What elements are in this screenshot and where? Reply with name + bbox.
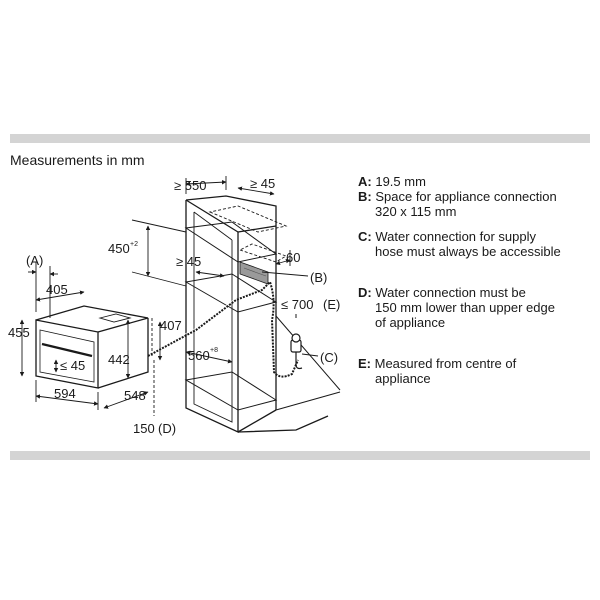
bottom-divider-band xyxy=(10,451,590,460)
legend-c: C: Water connection for supply hose must… xyxy=(358,229,561,259)
floor-lines xyxy=(275,314,341,411)
dimension-lines xyxy=(19,176,319,416)
label-b: (B) xyxy=(310,270,327,285)
label-e: (E) xyxy=(323,297,340,312)
dim-height-upper-sup: +2 xyxy=(130,241,138,248)
dim-hose-offset: 150 xyxy=(133,421,155,436)
top-divider-band xyxy=(10,134,590,143)
dim-height-niche: 442 xyxy=(108,352,130,367)
dim-depth-appliance: 548 xyxy=(124,388,146,403)
dim-niche-depth: 560 xyxy=(188,348,210,363)
connection-space xyxy=(239,261,269,285)
dim-rear-depth: 60 xyxy=(286,250,300,265)
diagram-title: Measurements in mm xyxy=(10,152,145,168)
label-d: (D) xyxy=(158,421,176,436)
dim-height-front: 455 xyxy=(8,325,30,340)
label-c: (C) xyxy=(320,350,338,365)
label-a: (A) xyxy=(26,253,43,268)
dim-gap-upper: ≥ 45 xyxy=(176,254,201,269)
legend-a: A: 19.5 mm xyxy=(358,174,426,189)
dim-height-body: 407 xyxy=(160,318,182,333)
dim-depth-top: ≥ 45 xyxy=(250,176,275,191)
legend-b: B: Space for appliance connection 320 x … xyxy=(358,189,557,219)
top-opening xyxy=(208,205,288,263)
dim-handle-clearance: ≤ 45 xyxy=(60,358,85,373)
dim-height-upper: 450 xyxy=(108,241,130,256)
dim-width-niche: ≥ 550 xyxy=(174,178,206,193)
water-tap-icon xyxy=(290,333,303,370)
dim-width-appliance: 594 xyxy=(54,386,76,401)
water-hose xyxy=(147,280,299,378)
appliance xyxy=(35,305,149,389)
legend-d: D: Water connection must be 150 mm lower… xyxy=(358,285,555,330)
hose-inner-line xyxy=(147,297,237,355)
dim-niche-depth-sup: +8 xyxy=(210,347,218,354)
dim-connection-height: ≤ 700 xyxy=(281,297,313,312)
legend-e: E: Measured from centre of appliance xyxy=(358,356,517,386)
dim-width-appliance-top: 405 xyxy=(46,282,68,297)
